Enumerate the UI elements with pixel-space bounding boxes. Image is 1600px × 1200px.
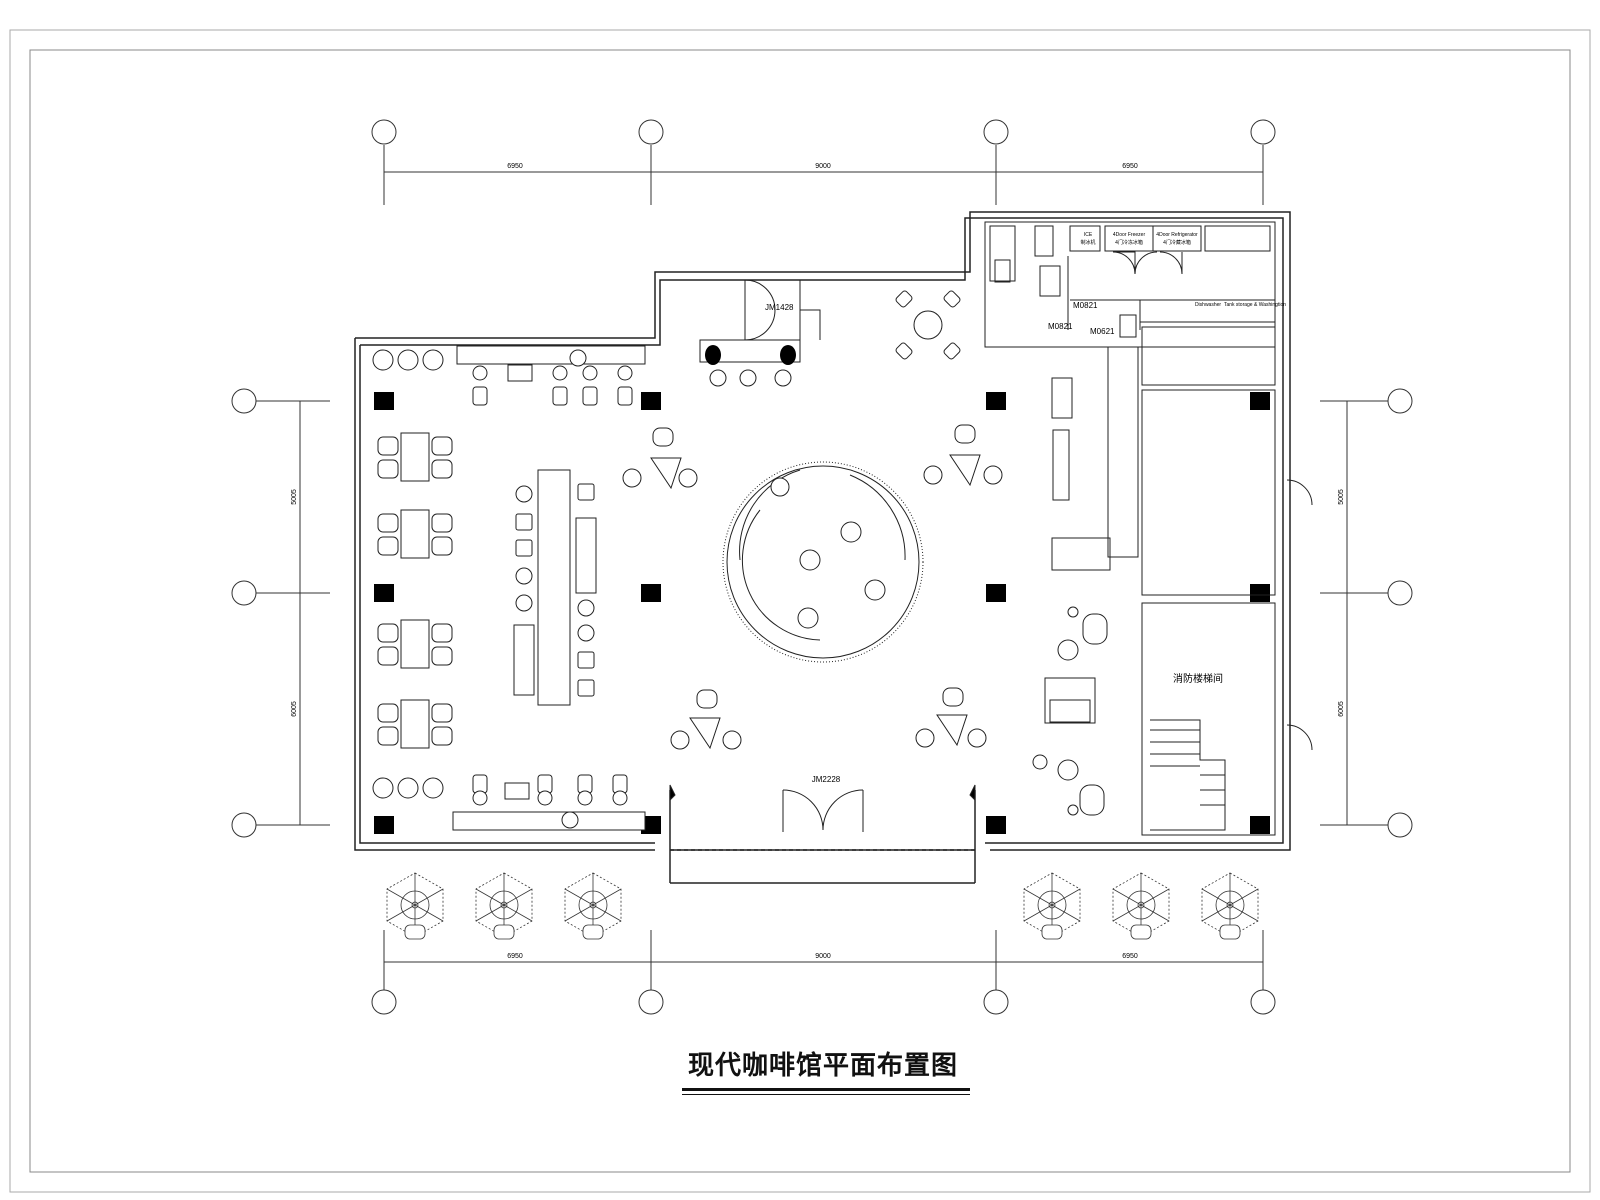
drawing-title: 现代咖啡馆平面布置图 <box>688 1051 959 1081</box>
grid-axis-top <box>371 119 1276 205</box>
kitchen-fridge-label: 4Door Refrigerator <box>1156 232 1198 238</box>
kitchen-area <box>984 221 1276 571</box>
dim-left-2: 6005 <box>291 701 298 717</box>
main-entrance-door <box>669 784 976 832</box>
dim-right-2: 6005 <box>1338 701 1345 717</box>
kitchen-freezer-cn: 4门冷冻冰箱 <box>1115 239 1143 246</box>
dim-top-2: 9000 <box>815 163 831 170</box>
dim-right-1: 5005 <box>1338 489 1345 505</box>
door-label-m0821-b: M0821 <box>1048 322 1073 331</box>
window-bar-bottom <box>372 774 646 831</box>
title-underline-thin <box>682 1094 970 1095</box>
title-underline-thick <box>682 1088 970 1091</box>
stools-top <box>709 369 792 387</box>
kitchen-freezer-label: 4Door Freezer <box>1113 232 1146 238</box>
kitchen-fridge-cn: 4门冷藏冰箱 <box>1163 239 1191 246</box>
structural-columns <box>374 392 1270 834</box>
right-rooms <box>1141 326 1313 836</box>
window-bar-top <box>372 345 646 406</box>
exterior-walls <box>354 211 1291 884</box>
door-label-m0621: M0621 <box>1090 327 1115 336</box>
door-label-m0821-a: M0821 <box>1073 301 1098 310</box>
grid-axis-left <box>231 388 330 838</box>
dim-bottom-2: 9000 <box>815 953 831 960</box>
right-lounge <box>1032 606 1108 816</box>
outer-frame <box>9 29 1591 1193</box>
booth-seating-left <box>377 432 453 749</box>
dim-bottom-1: 6950 <box>507 953 523 960</box>
round-table-four <box>895 290 961 360</box>
kitchen-tank-label: Tank storage & Washingtion <box>1224 302 1286 308</box>
outdoor-umbrellas <box>386 872 1259 940</box>
lounge-clusters <box>622 424 1003 750</box>
central-bar-counter <box>513 469 597 706</box>
side-entrance <box>699 279 821 363</box>
door-label-jm2228: JM2228 <box>812 775 841 784</box>
person-figures-top <box>705 345 796 365</box>
room-label-fire-stair: 消防楼梯间 <box>1173 672 1223 685</box>
dim-left-1: 5005 <box>291 489 298 505</box>
door-label-jm1428: JM1428 <box>765 303 794 312</box>
grid-axis-bottom <box>371 930 1276 1015</box>
central-round-booth <box>722 461 924 663</box>
dim-top-3: 6950 <box>1122 163 1138 170</box>
dim-top-1: 6950 <box>507 163 523 170</box>
inner-frame <box>29 49 1571 1173</box>
kitchen-dishwasher-label: Dishwasher <box>1195 302 1221 308</box>
grid-axis-right <box>1320 388 1413 838</box>
kitchen-ice-cn: 制冰机 <box>1080 239 1095 246</box>
kitchen-ice-label: ICE <box>1084 232 1093 238</box>
dim-bottom-3: 6950 <box>1122 953 1138 960</box>
